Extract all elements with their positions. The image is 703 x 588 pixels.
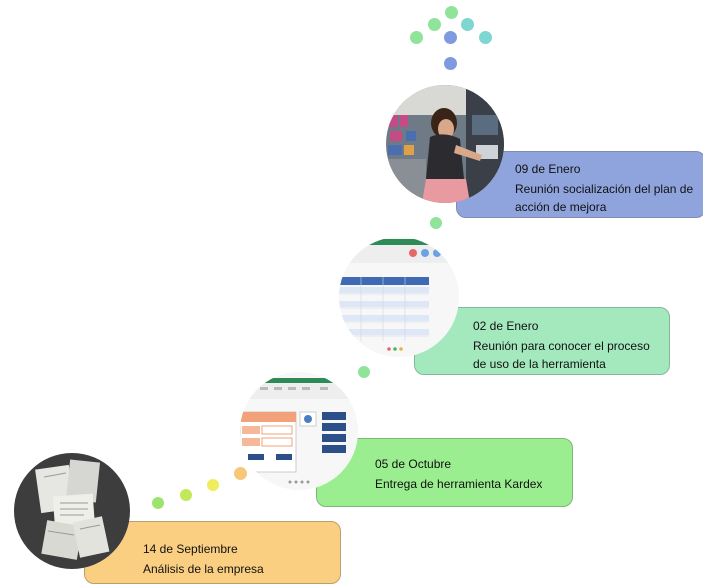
arrow-dot [445,6,458,19]
arrow-dot [479,31,492,44]
arrow-dot [410,31,423,44]
photo-spreadsheet-table [339,237,459,357]
connector-dot [358,366,370,378]
connector-dot [207,479,219,491]
photo-documents [14,453,130,569]
connector-dot [234,467,247,480]
milestone-box-2: 05 de Octubre Entrega de herramienta Kar… [316,438,573,507]
arrow-dot [461,18,474,31]
milestone-description: Reunión socialización del plan de acción… [515,182,694,214]
milestone-date: 02 de Enero [473,319,539,333]
photo-meeting [386,85,504,203]
photo-spreadsheet-form [240,372,358,490]
arrow-dot [444,31,457,44]
connector-dot [430,217,442,229]
arrow-dot [428,18,441,31]
milestone-box-1: 14 de Septiembre Análisis de la empresa [84,521,341,584]
connector-dot [152,497,164,509]
milestone-description: Análisis de la empresa [143,562,264,576]
milestone-date: 14 de Septiembre [143,542,238,556]
milestone-description: Entrega de herramienta Kardex [375,477,543,491]
milestone-date: 09 de Enero [515,162,581,176]
arrow-dot [444,57,457,70]
milestone-date: 05 de Octubre [375,457,452,471]
connector-dot [180,489,192,501]
milestone-box-3: 02 de Enero Reunión para conocer el proc… [414,307,670,375]
milestone-description: Reunión para conocer el proceso de uso d… [473,339,650,371]
